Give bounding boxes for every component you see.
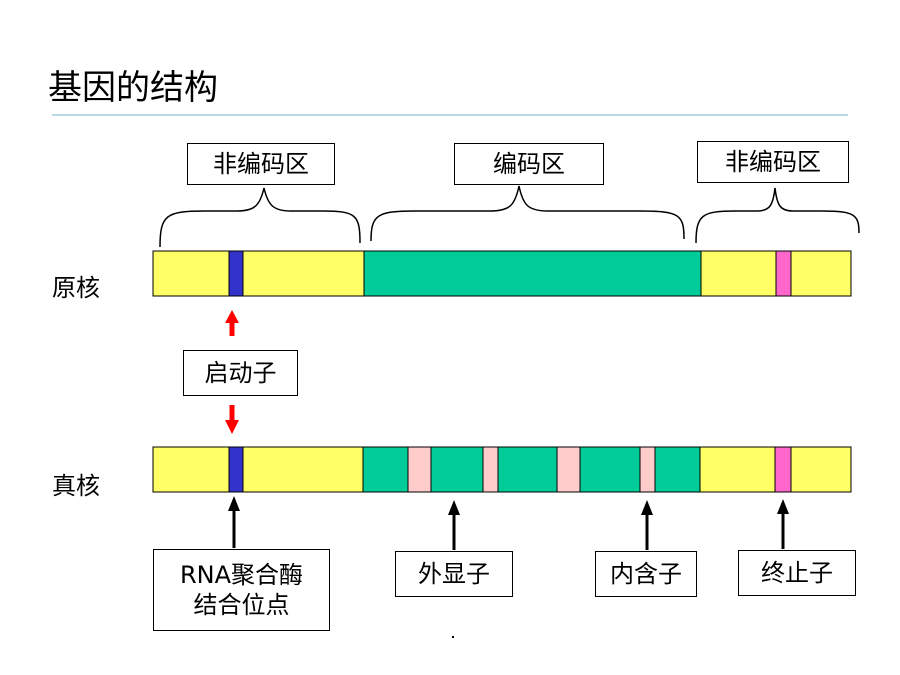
brace-coding [370, 185, 685, 242]
brace-noncoding-right [695, 187, 860, 244]
coding-region-label: 编码区 [454, 143, 604, 185]
eukaryote-noncoding-left [152, 446, 364, 493]
terminator-label: 终止子 [738, 550, 856, 596]
terminator-arrow [777, 499, 789, 549]
intron-3 [556, 446, 581, 493]
intron-2 [482, 446, 499, 493]
rna-polymerase-arrow [228, 496, 240, 548]
eukaryote-rna-polymerase-site [228, 446, 244, 493]
prokaryote-noncoding-left [152, 250, 365, 297]
prokaryote-gene-bar [152, 250, 852, 297]
title-divider [52, 114, 848, 116]
exon-arrow [448, 500, 460, 550]
noncoding-region-left-label: 非编码区 [187, 143, 335, 185]
promoter-label: 启动子 [183, 350, 298, 396]
rna-polymerase-binding-site-label: RNA聚合酶 结合位点 [153, 549, 330, 631]
prokaryote-terminator [775, 250, 792, 297]
promoter-arrow-up [225, 310, 239, 336]
page-title: 基因的结构 [48, 68, 218, 108]
rna-polymerase-label-line1: RNA聚合酶 [179, 561, 304, 589]
prokaryote-row-label: 原核 [52, 274, 100, 302]
prokaryote-coding-region [363, 250, 702, 297]
promoter-arrow-down [225, 405, 239, 434]
prokaryote-rna-polymerase-site [228, 250, 244, 297]
intron-4 [639, 446, 656, 493]
eukaryote-gene-bar [152, 446, 852, 493]
eukaryote-row-label: 真核 [52, 472, 100, 500]
intron-1 [407, 446, 432, 493]
intron-arrow [641, 500, 653, 550]
rna-polymerase-label-line2: 结合位点 [193, 591, 290, 619]
brace-noncoding-left [159, 187, 361, 248]
exon-label: 外显子 [395, 551, 513, 597]
eukaryote-terminator [774, 446, 792, 493]
stray-dot [452, 636, 454, 638]
noncoding-region-right-label: 非编码区 [697, 141, 849, 183]
intron-label: 内含子 [595, 551, 697, 597]
